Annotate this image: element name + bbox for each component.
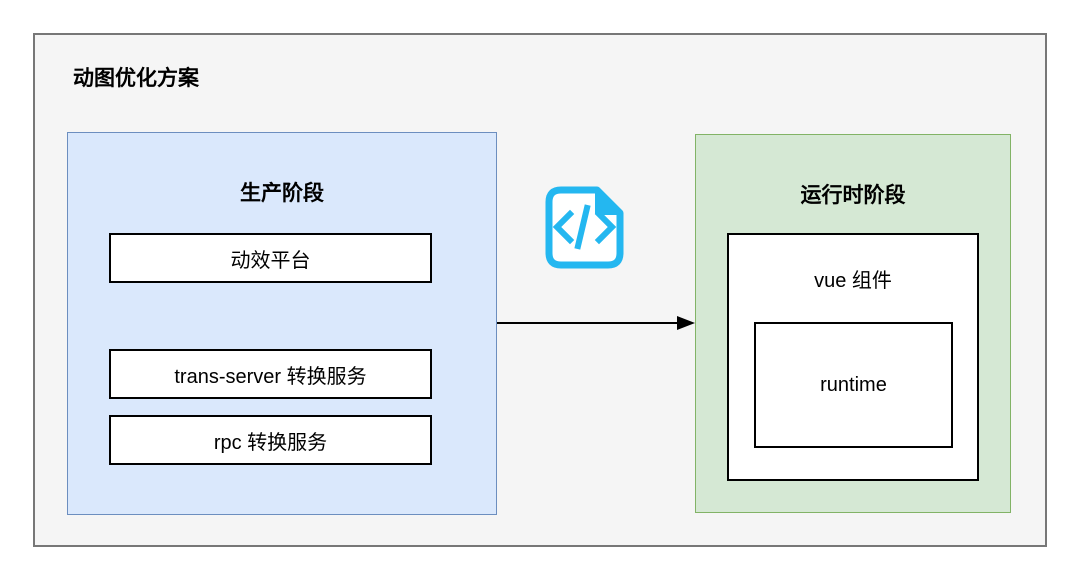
production-stage-title: 生产阶段: [240, 182, 324, 205]
runtime-box: runtime: [754, 322, 953, 448]
diagram-title: 动图优化方案: [73, 67, 199, 90]
runtime-label: runtime: [820, 373, 887, 396]
node-trans-server-service: trans-server 转换服务: [109, 349, 432, 399]
runtime-stage-title: 运行时阶段: [800, 184, 906, 207]
diagram-frame: 动图优化方案 生产阶段 动效平台 trans-server 转换服务 rpc 转…: [33, 33, 1047, 547]
node-rpc-service: rpc 转换服务: [109, 415, 432, 465]
production-stage-container: 生产阶段 动效平台 trans-server 转换服务 rpc 转换服务: [67, 132, 497, 515]
vue-component-label: vue 组件: [814, 270, 892, 292]
vue-component-box: vue 组件 runtime: [727, 233, 979, 481]
flow-arrow: [497, 316, 695, 330]
runtime-stage-container: 运行时阶段 vue 组件 runtime: [695, 134, 1011, 513]
code-file-icon: [545, 186, 624, 269]
node-animation-platform: 动效平台: [109, 233, 432, 283]
